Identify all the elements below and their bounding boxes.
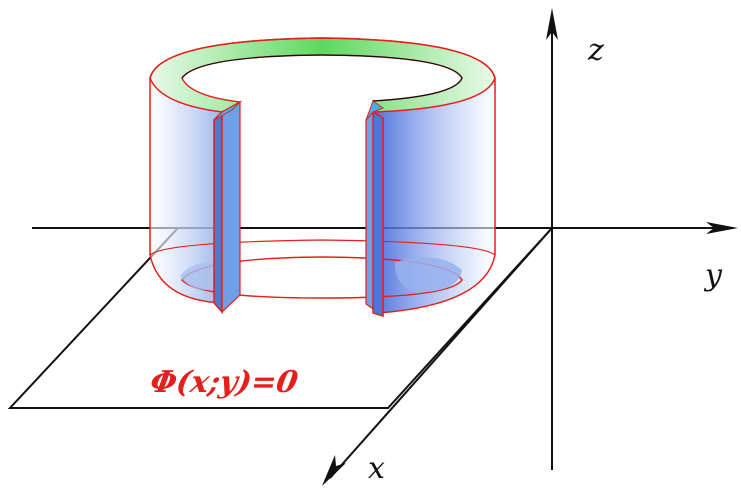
cylinder-wall-right <box>373 78 495 313</box>
y-axis-label: y <box>703 258 723 293</box>
slab-left-face <box>213 110 223 314</box>
x-axis-arrowhead <box>322 455 346 486</box>
slab-left-top <box>213 101 241 121</box>
slab-right-front <box>372 110 384 318</box>
x-axis-label: x <box>368 451 385 486</box>
base-shade-left <box>180 262 215 291</box>
equation-label: Φ(x;y)=0 <box>147 365 300 400</box>
cylinder-top-band <box>149 37 496 113</box>
slab-right-top <box>365 100 385 121</box>
z-axis-arrowhead <box>546 8 558 40</box>
x-axis <box>329 227 553 479</box>
cylinder-wall-left <box>150 78 222 303</box>
z-axis-label: z <box>587 33 604 68</box>
bottom-outer-edge <box>149 254 496 314</box>
slab-left-side <box>221 100 241 314</box>
top-inner-edge <box>181 54 463 102</box>
bottom-inner-ellipse <box>181 256 463 299</box>
y-axis-arrowhead <box>706 222 738 234</box>
bottom-back-arc <box>149 239 496 256</box>
top-outer-edge <box>149 37 496 79</box>
base-shade-right <box>395 257 462 292</box>
